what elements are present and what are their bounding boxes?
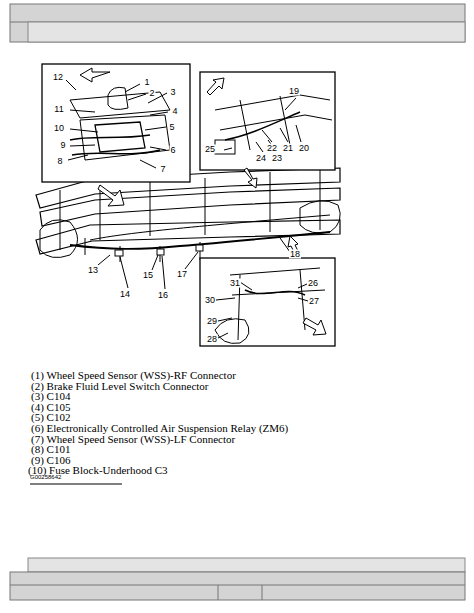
callout-number: 12: [52, 73, 64, 82]
callout-number: 2: [148, 89, 155, 98]
callout-number: 13: [87, 266, 99, 275]
callout-number: 24: [255, 154, 267, 163]
callout-number: 11: [53, 105, 64, 114]
callout-number: 15: [142, 271, 154, 280]
callout-number: 23: [271, 154, 283, 163]
legend-line: (5) C102: [31, 412, 70, 423]
callout-number: 17: [176, 270, 188, 279]
legend-line: (8) C101: [31, 444, 70, 455]
callout-number: 30: [204, 296, 216, 305]
callout-number: 6: [169, 146, 176, 155]
callout-number: 25: [204, 145, 216, 154]
callout-number: 16: [157, 291, 169, 300]
callout-number: 31: [229, 279, 241, 288]
callout-number: 4: [171, 107, 178, 116]
callout-number: 29: [206, 317, 218, 326]
callout-number: 18: [289, 250, 301, 259]
legend-line: (3) C104: [31, 391, 70, 402]
callout-number: 14: [119, 290, 131, 299]
legend-line: (7) Wheel Speed Sensor (WSS)-LF Connecto…: [31, 434, 235, 445]
legend-line: (2) Brake Fluid Level Switch Connector: [31, 381, 209, 392]
callout-number: 1: [143, 78, 150, 87]
callout-number: 10: [53, 124, 65, 133]
callout-number: 21: [282, 144, 294, 153]
callout-number: 28: [206, 335, 218, 344]
callout-number: 22: [266, 144, 278, 153]
callout-number: 27: [308, 297, 320, 306]
legend-line: (4) C105: [31, 402, 70, 413]
legend-line: (6) Electronically Controlled Air Suspen…: [31, 423, 288, 434]
callout-number: 19: [288, 87, 300, 96]
callout-number: 9: [59, 141, 66, 150]
callout-number: 20: [298, 144, 310, 153]
callout-number: 5: [168, 123, 175, 132]
legend-line: (9) C106: [31, 455, 70, 466]
legend-line: (1) Wheel Speed Sensor (WSS)-RF Connecto…: [31, 370, 236, 381]
callout-number: 7: [159, 165, 166, 174]
callout-number: 8: [56, 157, 63, 166]
callout-number: 26: [307, 279, 319, 288]
figure-code: G00258642: [30, 474, 61, 480]
callout-number: 3: [169, 88, 176, 97]
